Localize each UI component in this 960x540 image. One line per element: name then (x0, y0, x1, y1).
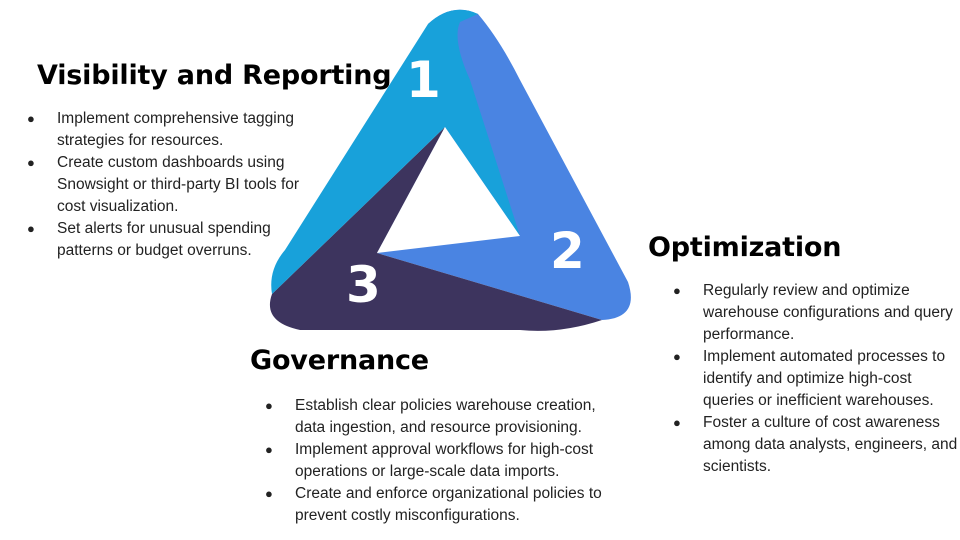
list-item: ● Implement comprehensive tagging strateg… (27, 108, 312, 152)
section-title: Visibility and Reporting (37, 60, 392, 91)
list-item: ● Create custom dashboards using Snowsigh… (27, 152, 312, 218)
section-optimization: Optimization ● Regularly review and optim… (648, 232, 957, 475)
list-item-text: Create and enforce organizational polici… (295, 485, 602, 524)
center-triangle (377, 127, 520, 253)
list-item-text: Foster a culture of cost awareness among… (703, 414, 958, 475)
bullet-list: ● Establish clear policies warehouse crea… (265, 395, 625, 527)
bullet-icon: ● (673, 415, 681, 430)
section-title: Optimization (648, 232, 842, 263)
bullet-icon: ● (673, 349, 681, 364)
bullet-icon: ● (27, 221, 35, 236)
list-item-text: Set alerts for unusual spending patterns… (57, 220, 271, 259)
step-number-3: 3 (346, 256, 381, 314)
section-governance: Governance ● Establish clear policies war… (250, 345, 602, 524)
list-item: ● Set alerts for unusual spending pattern… (27, 218, 312, 262)
bullet-icon: ● (265, 398, 273, 413)
list-item-text: Implement automated processes to identif… (703, 348, 946, 409)
list-item: ● Foster a culture of cost awareness amon… (673, 412, 960, 478)
list-item: ● Regularly review and optimize warehouse… (673, 280, 960, 346)
list-item-text: Establish clear policies warehouse creat… (295, 397, 596, 436)
list-item-text: Implement approval workflows for high-co… (295, 441, 594, 480)
bullet-list: ● Implement comprehensive tagging strateg… (27, 108, 312, 262)
step-number-1: 1 (406, 51, 441, 109)
bullet-icon: ● (265, 442, 273, 457)
bullet-list: ● Regularly review and optimize warehouse… (673, 280, 960, 478)
list-item-text: Regularly review and optimize warehouse … (703, 282, 953, 343)
list-item: ● Implement approval workflows for high-c… (265, 439, 625, 483)
section-title: Governance (250, 345, 429, 376)
section-visibility-reporting: Visibility and Reporting ● Implement comp… (27, 60, 392, 259)
bullet-icon: ● (27, 111, 35, 126)
list-item: ● Establish clear policies warehouse crea… (265, 395, 625, 439)
bullet-icon: ● (265, 486, 273, 501)
list-item-text: Implement comprehensive tagging strategi… (57, 110, 294, 149)
list-item-text: Create custom dashboards using Snowsight… (57, 154, 300, 215)
segment-1 (271, 9, 520, 294)
bullet-icon: ● (27, 155, 35, 170)
segment-3 (269, 127, 602, 331)
step-number-2: 2 (550, 222, 585, 280)
list-item: ● Create and enforce organizational polic… (265, 483, 625, 527)
list-item: ● Implement automated processes to identi… (673, 346, 960, 412)
bullet-icon: ● (673, 283, 681, 298)
